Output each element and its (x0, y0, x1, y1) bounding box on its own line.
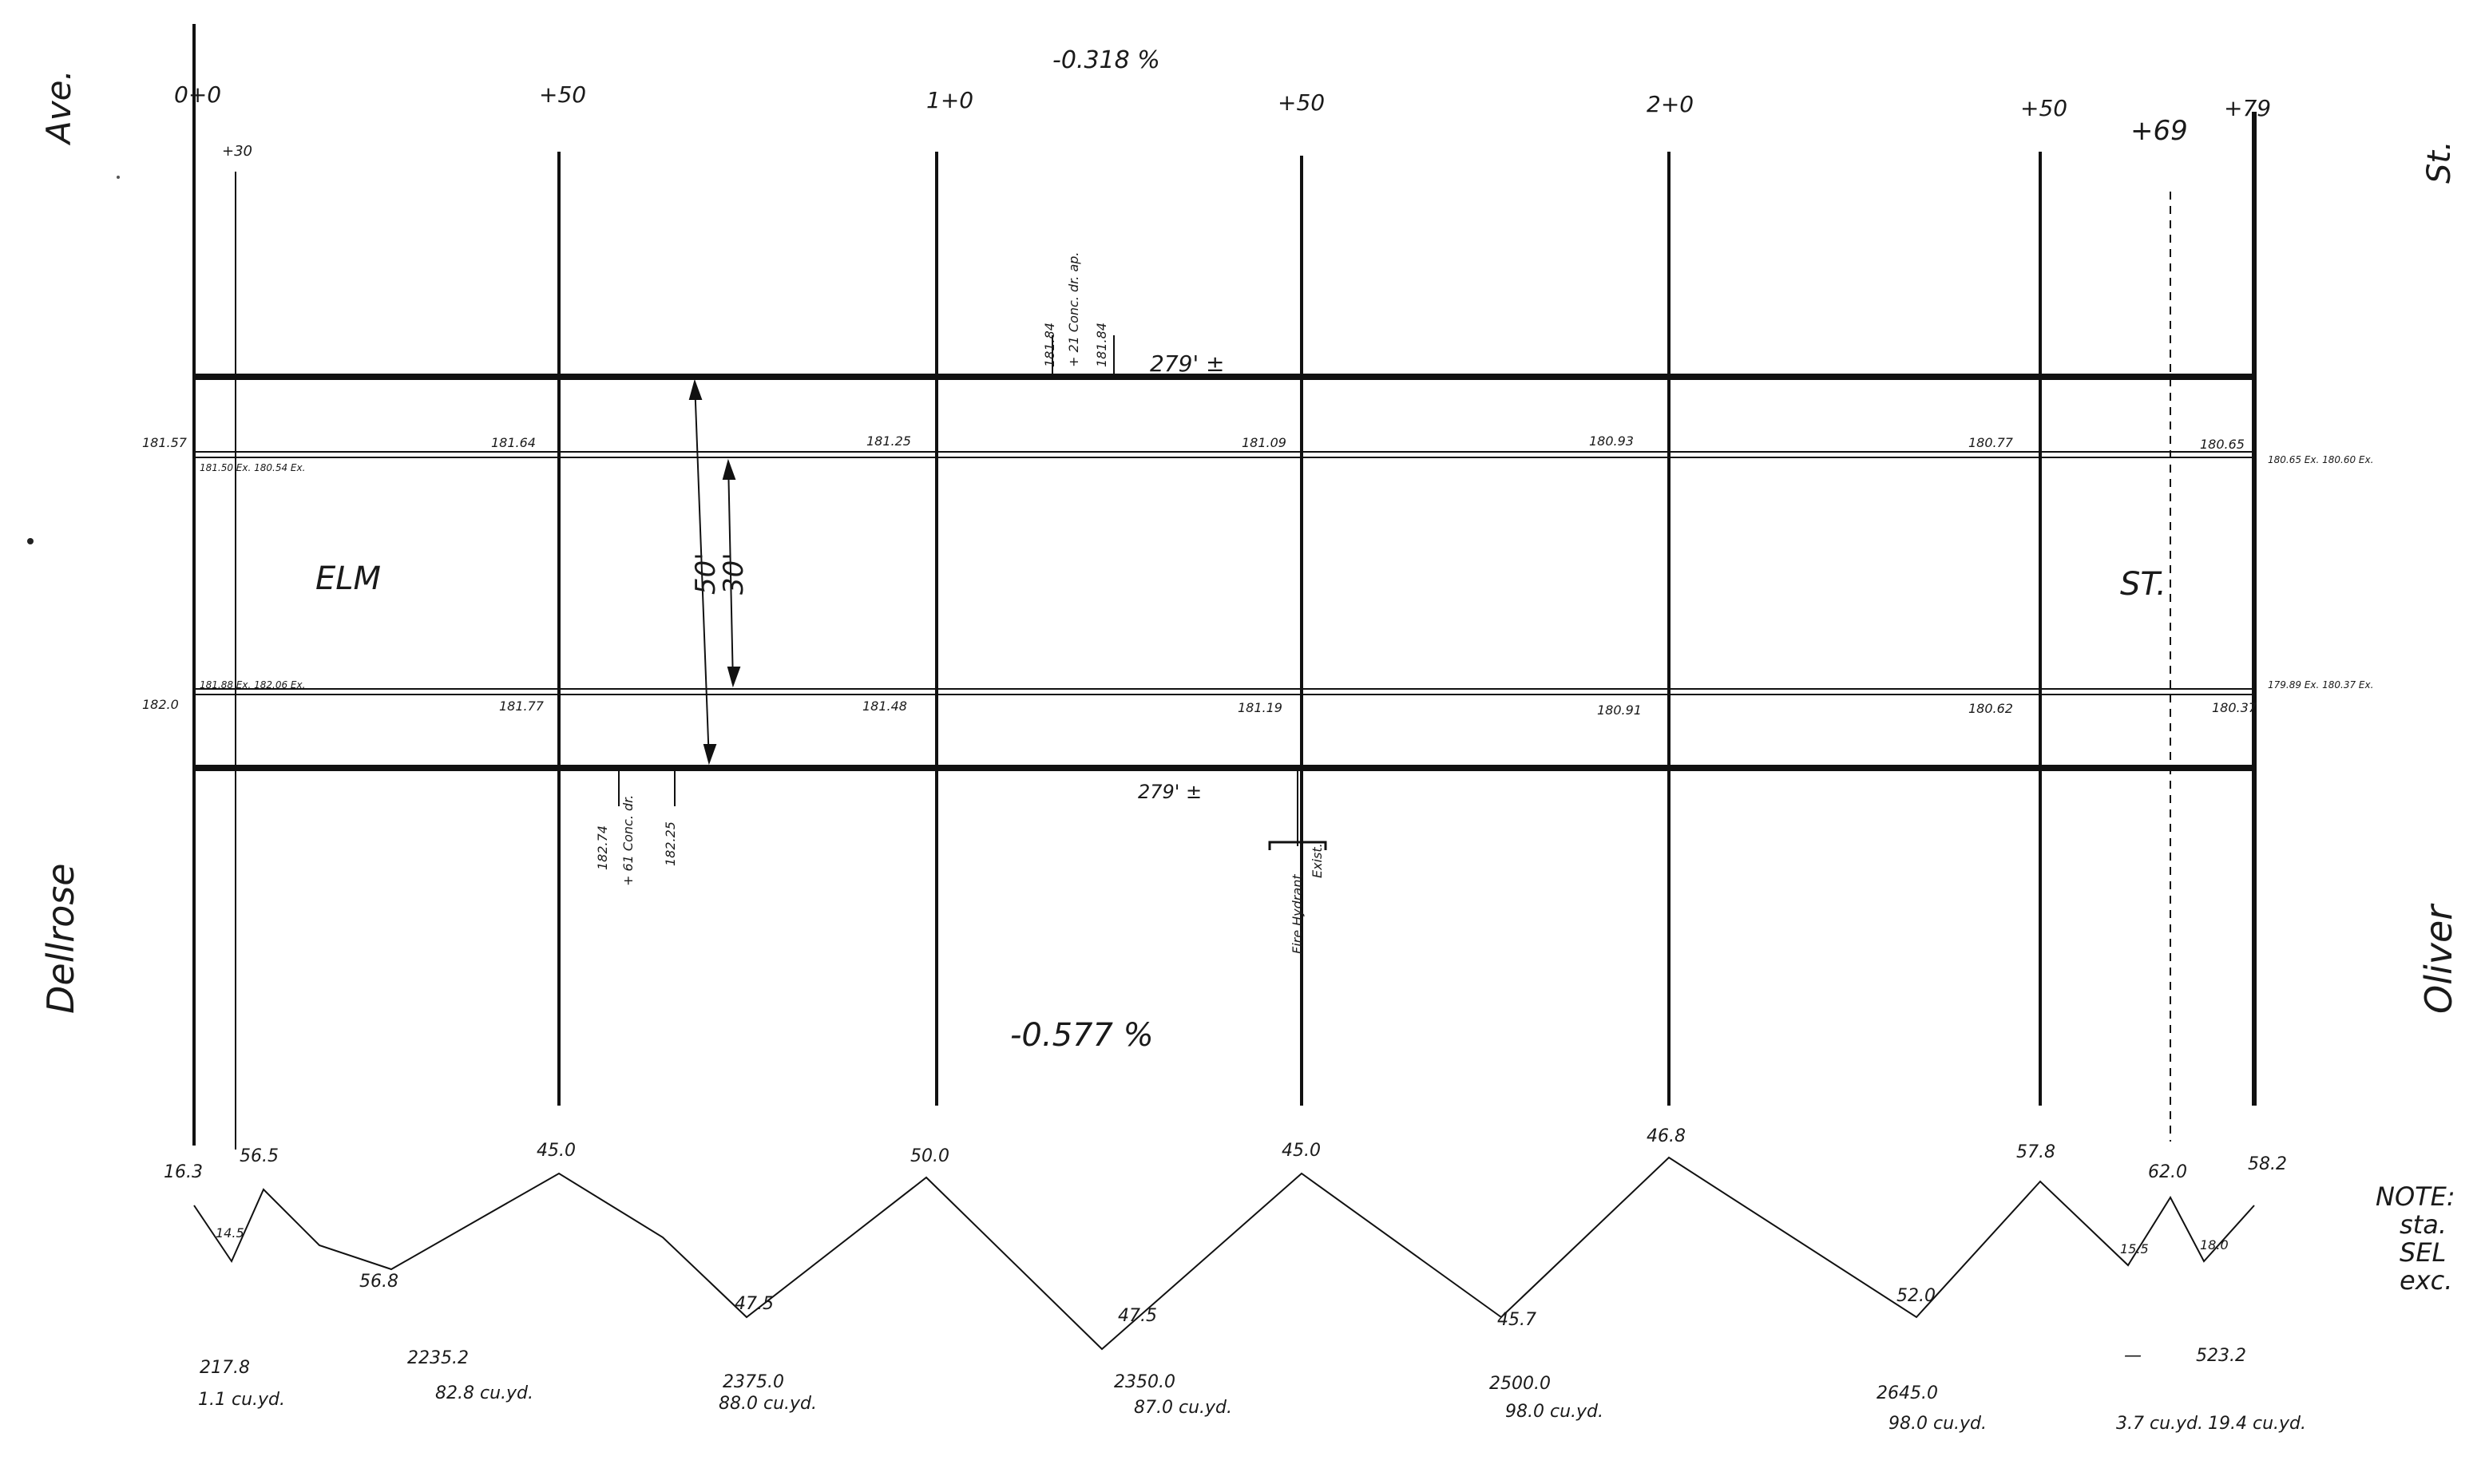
elev-south-sub-0: 181.88 Ex. 182.06 Ex. (200, 679, 305, 691)
dim-street-arrow-bottom (727, 667, 741, 688)
dim-street-line (727, 461, 734, 686)
ew-top-6: 57.8 (2016, 1142, 2055, 1162)
note-line-3: exc. (2400, 1265, 2452, 1296)
elev-north-3: 181.09 (1242, 435, 1286, 450)
dim-street-width: 30' (718, 552, 750, 595)
station-30: +30 (222, 143, 252, 160)
scan-dot-2 (117, 176, 120, 179)
ew-vol-4: 98.0 cu.yd. (1505, 1402, 1603, 1422)
ew-total-5: 2645.0 (1877, 1383, 1938, 1403)
ew-mid-2: 47.5 (735, 1294, 774, 1314)
label-st-main: ST. (2120, 566, 2166, 603)
hydrant-note-0: Fire Hydrant (1290, 874, 1305, 954)
ew-mid-3: 47.5 (1118, 1306, 1157, 1326)
north-drive-note-1: + 21 Conc. dr. ap. (1066, 252, 1081, 368)
earthwork-polyline (193, 1156, 2255, 1351)
south-drive-note-2: 182.25 (663, 821, 678, 866)
ew-top-7: 62.0 (2148, 1162, 2187, 1182)
ew-vol-7: 19.4 cu.yd. (2208, 1414, 2306, 1434)
ew-mid-5: 52.0 (1896, 1286, 1936, 1306)
elev-north-5: 180.77 (1968, 435, 2014, 450)
ew-top-8: 58.2 (2248, 1154, 2287, 1174)
elev-north-0: 181.57 (142, 435, 188, 450)
grade-north: -0.318 % (1052, 46, 1160, 74)
station-269: +69 (2130, 115, 2188, 147)
length-south: 279' ± (1138, 781, 1202, 803)
grade-south: -0.577 % (1010, 1017, 1154, 1054)
ew-top-2: 45.0 (537, 1141, 576, 1161)
ew-mid-6: 15.5 (2120, 1241, 2149, 1256)
ew-total-7: 523.2 (2196, 1346, 2246, 1366)
station-250: +50 (2020, 95, 2067, 121)
elev-south-1: 181.77 (499, 698, 545, 714)
ew-mid-0: 14.5 (216, 1225, 244, 1241)
dim-row-line (694, 381, 710, 763)
length-north: 279' ± (1150, 350, 1225, 377)
elev-north-1: 181.64 (491, 435, 536, 450)
scan-dot-1 (27, 538, 34, 544)
dim-row-arrow-top (688, 378, 703, 400)
label-ave: Ave. (39, 69, 78, 146)
ew-vol-6: 3.7 cu.yd. (2116, 1414, 2203, 1434)
ew-top-1: 56.5 (240, 1146, 279, 1166)
note-title: NOTE: (2376, 1181, 2455, 1212)
dim-street-arrow-top (722, 458, 736, 480)
station-150: +50 (1278, 89, 1325, 116)
south-drive-note-1: + 61 Conc. dr. (620, 795, 636, 886)
ew-vol-0: 1.1 cu.yd. (198, 1390, 285, 1410)
ew-vol-3: 87.0 cu.yd. (1134, 1398, 1232, 1418)
ew-vol-5: 98.0 cu.yd. (1888, 1414, 1987, 1434)
hydrant-bracket (1268, 841, 1327, 850)
ew-total-6: — (2124, 1346, 2142, 1366)
elev-south-sub-1: 179.89 Ex. 180.37 Ex. (2268, 679, 2373, 691)
ew-top-3: 50.0 (910, 1146, 949, 1166)
ew-total-0: 217.8 (200, 1358, 250, 1378)
ew-vol-2: 88.0 cu.yd. (719, 1394, 817, 1414)
ew-mid-7: 18.0 (2200, 1237, 2229, 1252)
note-line-2: SEL (2400, 1237, 2446, 1268)
north-drive-note-2: 181.84 (1094, 323, 1109, 367)
elev-south-2: 181.48 (862, 698, 907, 714)
elev-north-sub-0: 181.50 Ex. 180.54 Ex. (200, 462, 305, 473)
label-dellrose: Dellrose (39, 863, 82, 1014)
note-line-1: sta. (2400, 1209, 2447, 1240)
label-st-east: St. (2421, 140, 2458, 184)
station-100: 1+0 (926, 87, 973, 113)
hydrant-note-1: Exist. (1310, 843, 1325, 878)
label-oliver: Oliver (2417, 903, 2460, 1014)
dim-row-width: 50' (690, 552, 722, 595)
elev-south-5: 180.62 (1968, 701, 2013, 716)
ew-vol-1: 82.8 cu.yd. (435, 1383, 533, 1403)
elev-north-6: 180.65 (2200, 437, 2245, 452)
ew-top-4: 45.0 (1282, 1141, 1321, 1161)
station-200: 2+0 (1647, 91, 1694, 117)
north-drive-note-0: 181.84 (1042, 323, 1057, 367)
station-0: 0+0 (174, 81, 221, 108)
ew-total-4: 2500.0 (1489, 1374, 1551, 1394)
ew-total-3: 2350.0 (1114, 1372, 1175, 1392)
ew-mid-1: 56.8 (359, 1272, 398, 1292)
south-drive-note-0: 182.74 (595, 825, 610, 870)
ew-total-1: 2235.2 (407, 1348, 469, 1368)
dim-row-arrow-bottom (703, 744, 717, 766)
label-elm: ELM (315, 560, 381, 597)
elev-north-2: 181.25 (866, 433, 911, 449)
ew-mid-4: 45.7 (1497, 1310, 1536, 1330)
ew-top-5: 46.8 (1647, 1126, 1686, 1146)
elev-south-3: 181.19 (1238, 700, 1282, 715)
ew-top-0: 16.3 (164, 1162, 203, 1182)
station-279: +79 (2224, 95, 2271, 121)
elev-south-4: 180.91 (1597, 702, 1642, 718)
ew-total-2: 2375.0 (723, 1372, 784, 1392)
elev-south-0: 182.0 (142, 697, 179, 712)
elev-north-sub-1: 180.65 Ex. 180.60 Ex. (2268, 454, 2373, 465)
station-50a: +50 (539, 81, 586, 108)
elev-north-4: 180.93 (1589, 433, 1634, 449)
elev-south-6: 180.37 (2212, 700, 2257, 715)
